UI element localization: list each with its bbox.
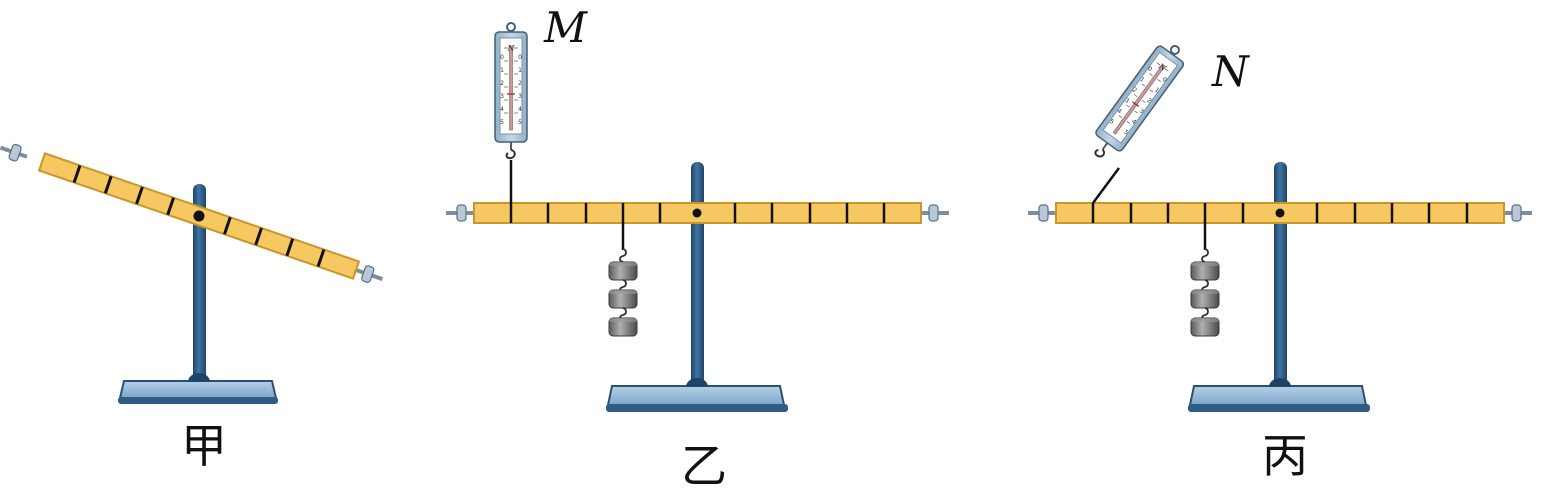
svg-text:3: 3 — [518, 93, 522, 100]
scale-unit: N — [507, 44, 516, 53]
svg-text:4: 4 — [500, 106, 504, 113]
svg-text:5: 5 — [1108, 118, 1115, 126]
figure-caption-bing: 丙 — [1262, 429, 1308, 483]
lever — [0, 138, 388, 289]
spring-scale-m: N 0 1 2 3 4 5 0 1 2 3 4 5 M — [494, 3, 588, 203]
figure-bing: N 0 1 2 3 4 5 0 1 2 3 4 5 N — [1026, 36, 1534, 483]
svg-text:0: 0 — [500, 54, 504, 61]
svg-text:2: 2 — [1145, 97, 1152, 105]
pivot — [193, 210, 205, 222]
svg-text:3: 3 — [1138, 108, 1145, 116]
svg-text:0: 0 — [518, 54, 522, 61]
stand — [1188, 162, 1370, 412]
figure-jia: 甲 — [0, 138, 388, 473]
pivot — [692, 208, 702, 218]
hanging-weights — [1190, 223, 1220, 337]
svg-text:2: 2 — [500, 80, 504, 87]
svg-text:1: 1 — [1153, 86, 1160, 94]
scale-readings-left: 0 1 2 3 4 5 — [1108, 65, 1154, 126]
spring-scale-label-m: M — [543, 3, 588, 52]
svg-text:2: 2 — [1131, 86, 1138, 94]
svg-text:4: 4 — [1116, 107, 1123, 115]
svg-text:5: 5 — [500, 119, 504, 126]
hanging-weights — [608, 223, 638, 337]
svg-text:5: 5 — [1122, 129, 1129, 137]
svg-text:0: 0 — [1146, 65, 1153, 73]
spring-scale-n: N 0 1 2 3 4 5 0 1 2 3 4 5 N — [1083, 36, 1250, 204]
svg-text:5: 5 — [518, 119, 522, 126]
svg-text:2: 2 — [518, 80, 522, 87]
stand — [606, 162, 788, 412]
figure-caption-jia: 甲 — [181, 419, 227, 473]
svg-text:1: 1 — [518, 67, 522, 74]
stand — [118, 184, 278, 404]
figure-yi: N 0 1 2 3 4 5 0 1 2 3 4 5 M — [444, 3, 951, 493]
scale-readings-left: 0 1 2 3 4 5 — [500, 54, 504, 126]
svg-text:4: 4 — [1130, 118, 1137, 126]
pivot — [1275, 208, 1285, 218]
svg-text:3: 3 — [1123, 97, 1130, 105]
svg-text:4: 4 — [518, 106, 522, 113]
scale-readings-right: 0 1 2 3 4 5 — [1122, 76, 1168, 137]
svg-text:0: 0 — [1161, 76, 1168, 84]
spring-scale-label-n: N — [1211, 47, 1250, 96]
scale-readings-right: 0 1 2 3 4 5 — [518, 54, 522, 126]
svg-text:1: 1 — [500, 67, 504, 74]
svg-text:1: 1 — [1138, 76, 1145, 84]
figure-caption-yi: 乙 — [681, 439, 727, 493]
svg-text:3: 3 — [500, 93, 504, 100]
